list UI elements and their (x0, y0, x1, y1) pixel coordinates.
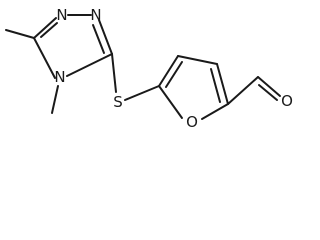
bond-c3-n2-double-b (40, 22, 58, 38)
bond-cho-o-double-b (258, 84, 278, 101)
bond-c3-methyl (5, 29, 35, 39)
atom-n-top-right: N (90, 6, 101, 24)
atom-n-top-left: N (56, 6, 67, 24)
molecule-canvas: N N N S O O (5, 6, 293, 131)
bond-c5-n4 (66, 53, 113, 77)
bond-n1-c5-double-a (98, 19, 113, 55)
bond-furan-c4-c3 (177, 55, 218, 65)
bond-n4-methyl (51, 85, 59, 114)
atom-sulfur: S (113, 93, 123, 111)
atom-oxygen-carbonyl: O (281, 92, 293, 110)
bond-furan-o-c5 (158, 85, 183, 119)
bond-c3-n4 (33, 37, 56, 79)
bond-cho-o-double-a (257, 76, 281, 97)
bond-furan-c2-o (201, 103, 229, 120)
bond-furan-c5-c4-double-a (158, 55, 179, 87)
bond-n1-c5-double-b (92, 24, 105, 54)
bond-furan-c5-c4-double-b (165, 61, 183, 88)
bond-s-furan (124, 85, 160, 101)
atom-oxygen-furan: O (186, 113, 198, 131)
atom-n-ring-lower: N (54, 68, 65, 86)
bond-furan-c3-c2-double-a (216, 63, 229, 105)
structure-diagram: N N N S O O (5, 6, 293, 131)
bond-c3-n2-double-a (33, 17, 57, 39)
bond-c5-s (111, 53, 117, 93)
bond-furan-c3-c2-double-b (210, 68, 221, 103)
bond-c2-cho (227, 76, 259, 105)
